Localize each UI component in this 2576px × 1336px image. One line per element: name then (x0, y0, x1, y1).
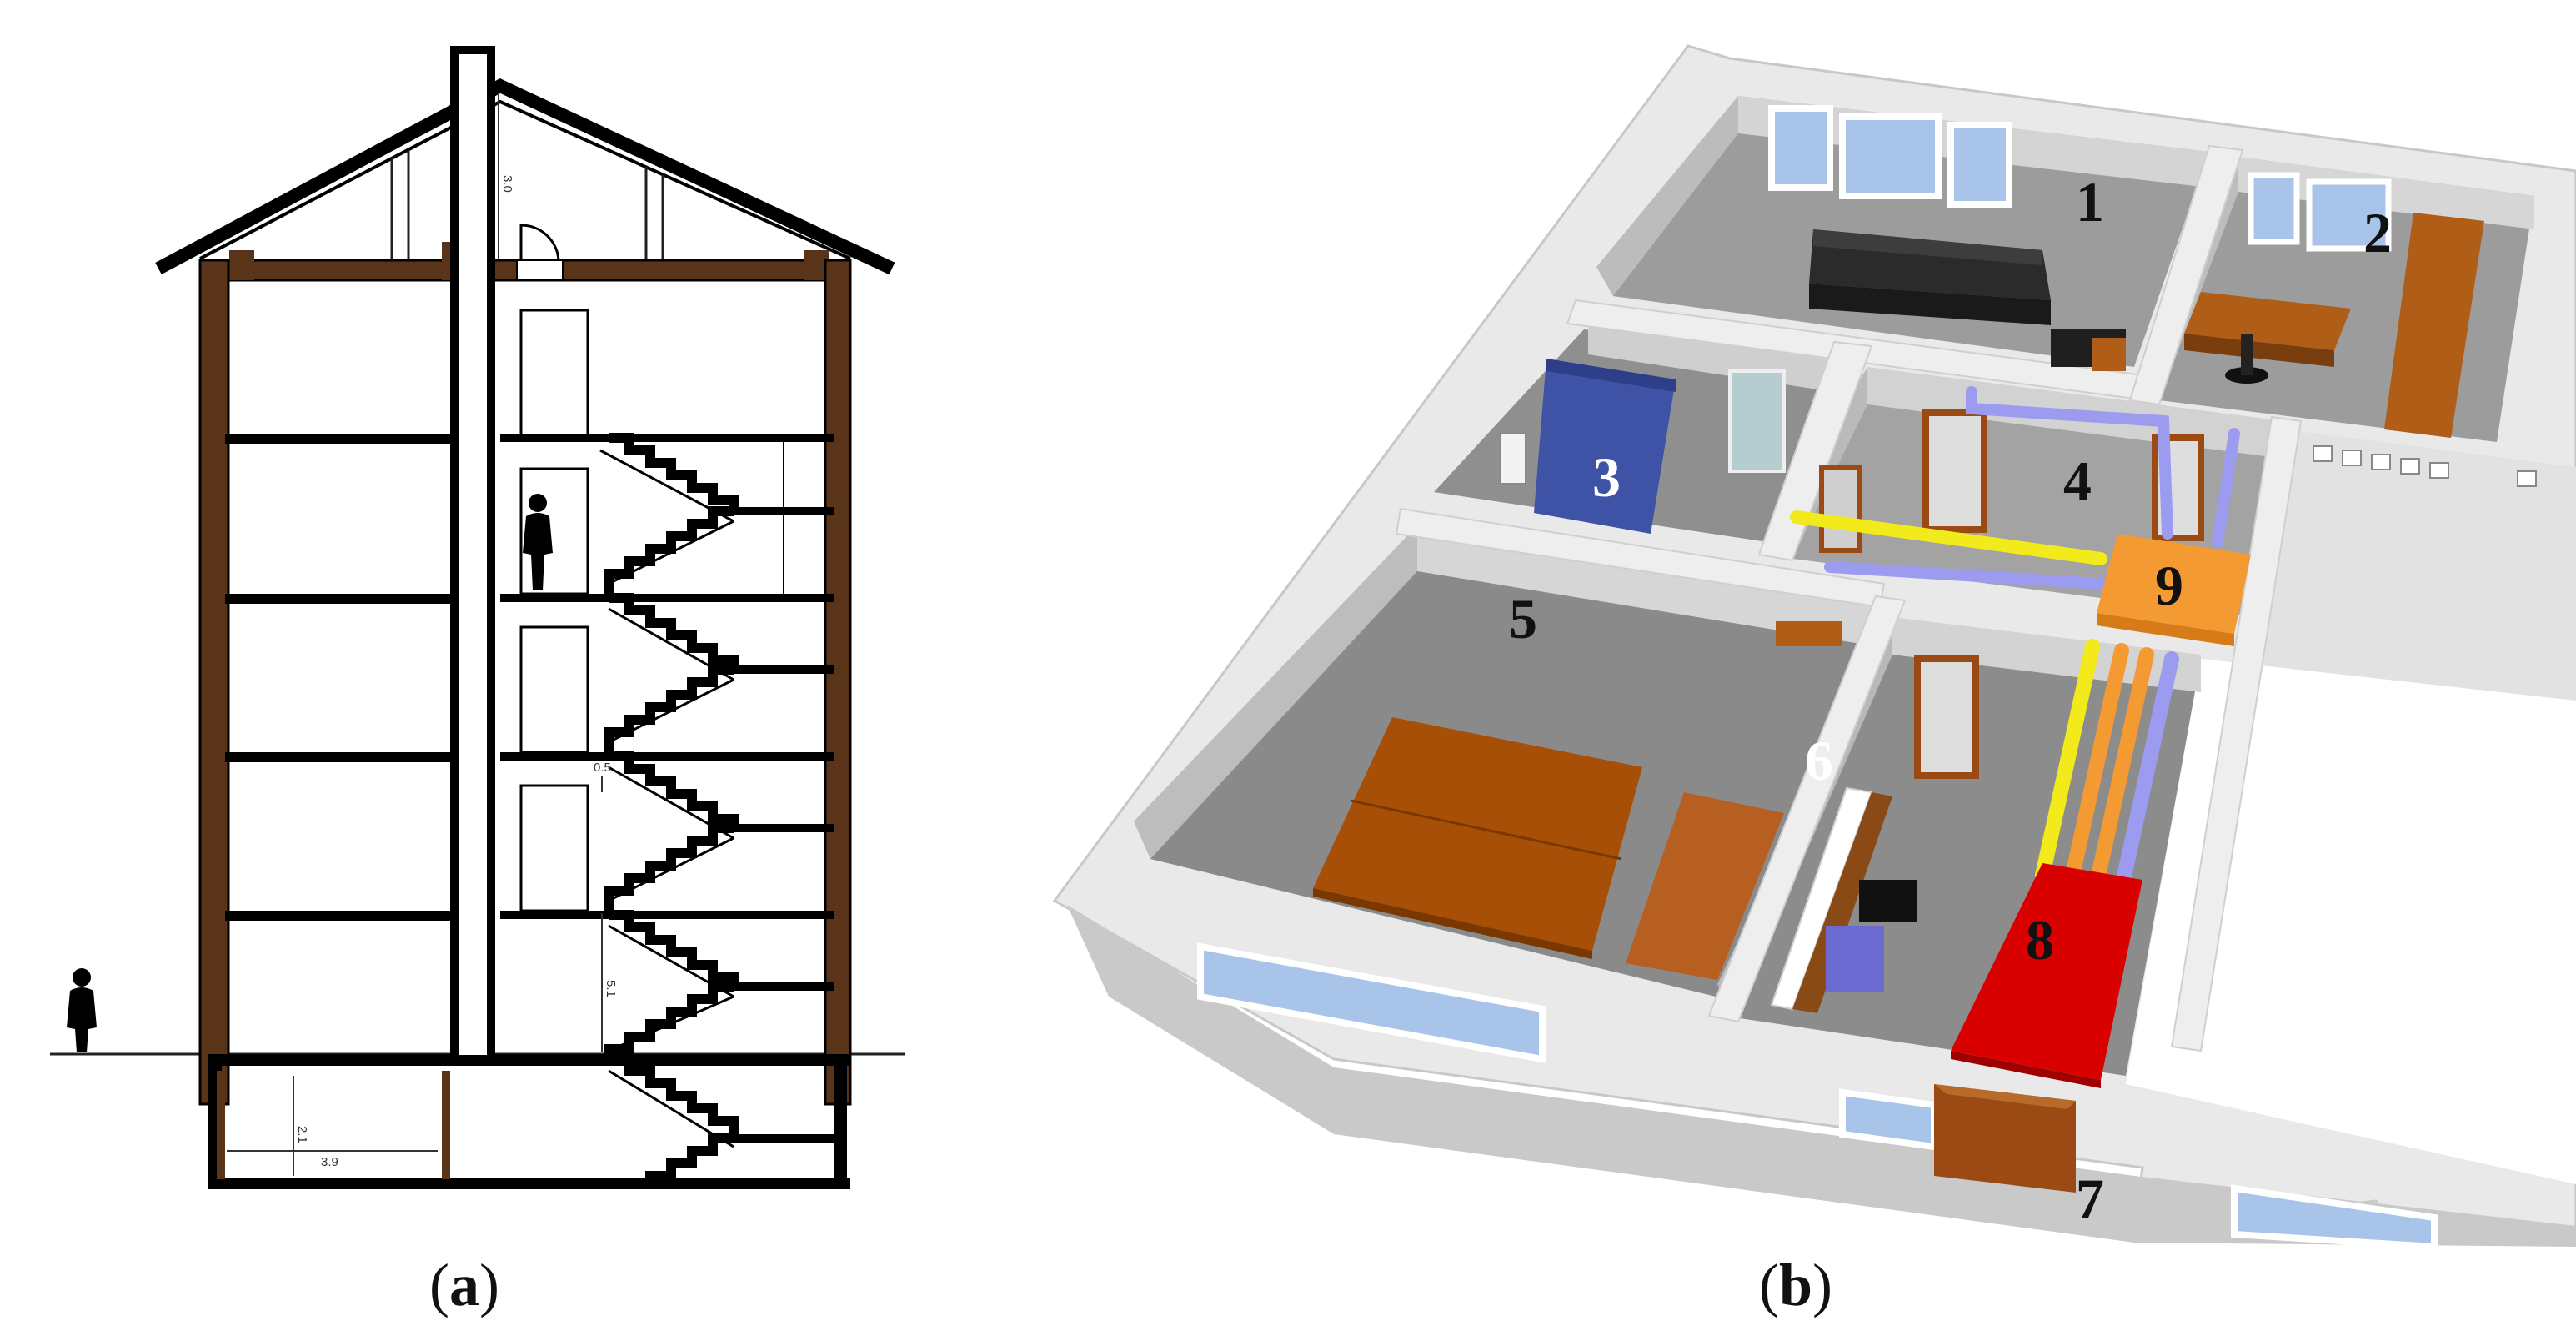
room-number-5: 5 (1509, 587, 1537, 650)
dishwasher (1826, 926, 1884, 992)
sofa (1809, 229, 2051, 325)
room-number-3: 3 (1592, 445, 1621, 509)
outer-wall-right (824, 259, 852, 1106)
dim-label: 3.9 (321, 1155, 338, 1169)
outer-wall-left (198, 259, 230, 1106)
heat-pump-unit (1951, 863, 2142, 1088)
bed (1313, 717, 1642, 959)
dim-label: 5.1 (604, 980, 618, 997)
room-number-7: 7 (2076, 1167, 2104, 1230)
room-number-2: 2 (2363, 201, 2392, 264)
stair-door (519, 309, 589, 437)
window (1197, 942, 2438, 1251)
beam-support (229, 250, 254, 280)
apartment-plan: 1 2 3 4 5 6 7 8 9 (1052, 44, 2576, 1251)
oven (1859, 880, 1917, 922)
shower-cabin (1534, 359, 1676, 534)
shelf (1776, 621, 1842, 646)
caption-a: (a) (429, 1252, 499, 1318)
chimney-shaft (450, 46, 495, 1063)
roof (155, 78, 895, 275)
cabinet (2092, 338, 2126, 371)
office-chair (2225, 334, 2268, 384)
person-silhouette (523, 494, 553, 590)
ventilation-unit (2097, 534, 2251, 646)
attic-hatch-frame (516, 259, 564, 281)
wardrobe (2384, 213, 2484, 438)
roof-inner (199, 99, 851, 260)
room-number-6: 6 (1805, 729, 1833, 792)
door (1914, 655, 1979, 779)
radiator (1500, 433, 1526, 485)
vent-grills (2313, 445, 2537, 487)
floor-slabs (208, 434, 850, 1189)
caption-b-letter: b (1778, 1252, 1813, 1318)
room-number-8: 8 (2026, 908, 2054, 972)
attic-hatch (519, 224, 560, 261)
stair-door (519, 784, 589, 912)
room-numbers: 1 2 3 4 5 6 7 8 9 (1509, 170, 2392, 1230)
duct-pipes (1790, 386, 2240, 896)
outdoor-unit (1934, 1084, 2076, 1193)
desk (2184, 292, 2351, 367)
dim-label: 3.0 (500, 175, 514, 193)
dim-label: 2.1 (295, 1126, 309, 1143)
room-number-1: 1 (2076, 170, 2104, 234)
caption-b: (b) (1759, 1252, 1833, 1318)
stair-soffits (599, 449, 734, 1148)
window (1768, 105, 2012, 208)
partition-walls (1395, 144, 2303, 1052)
person-silhouette (67, 968, 97, 1052)
mirror (1728, 369, 1786, 473)
front-facade (1067, 905, 2134, 1243)
dimension-lines (227, 93, 603, 1176)
dim-label: 0.5 (594, 761, 611, 775)
kitchen-counter (1770, 786, 1892, 1013)
stair-door (519, 625, 589, 754)
room-number-4: 4 (2063, 450, 2092, 513)
building-section: 3.0 0.5 5.1 2.1 3.9 (50, 46, 905, 1189)
caption-a-letter: a (449, 1252, 479, 1318)
wardrobe (1626, 792, 1784, 980)
window (2248, 172, 2392, 252)
staircase (604, 433, 739, 1184)
room-number-9: 9 (2155, 554, 2183, 617)
